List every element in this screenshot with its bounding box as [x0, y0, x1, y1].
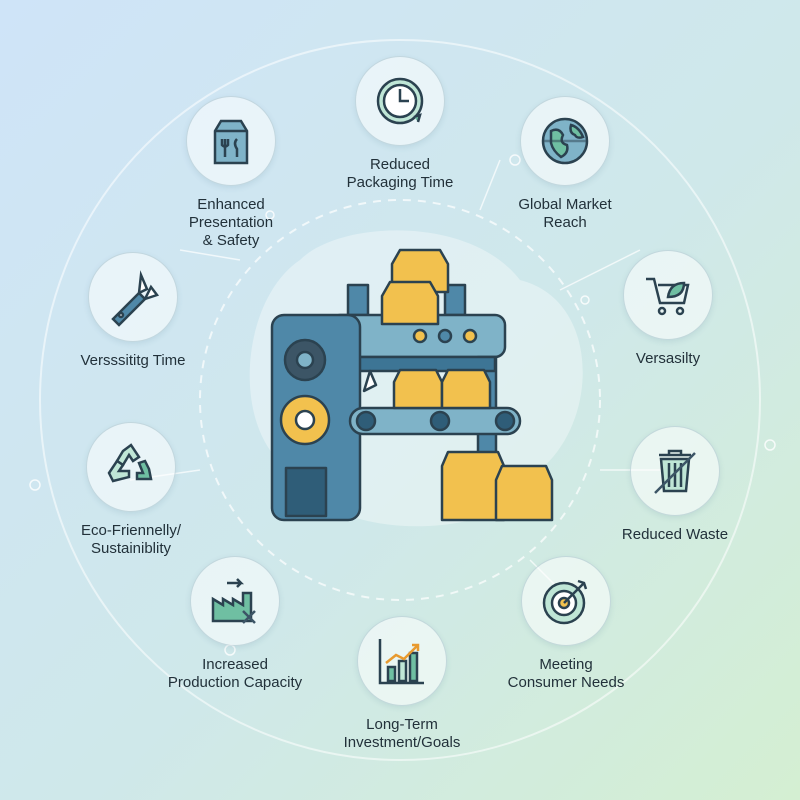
benefit-label: Versasilty — [635, 350, 701, 367]
benefit-global-market-reach: Global Market Reach — [465, 96, 665, 232]
food-carton-icon — [186, 96, 276, 186]
trash-can-icon — [630, 426, 720, 516]
benefit-label: Enhanced Presentation & Safety — [188, 196, 274, 249]
shopping-cart-leaf-icon — [623, 250, 713, 340]
benefit-increased-production-capacity: Increased Production Capacity — [135, 556, 335, 692]
benefit-label: Versssititg Time — [80, 352, 186, 369]
benefit-label: Increased Production Capacity — [167, 656, 303, 691]
inner-dashed-ring — [199, 199, 601, 601]
target-icon — [521, 556, 611, 646]
benefit-long-term-investment: Long-Term Investment/Goals — [302, 616, 502, 752]
benefit-reduced-packaging-time: Reduced Packaging Time — [300, 56, 500, 192]
benefit-versasilty: Versasilty — [568, 250, 768, 368]
benefit-label: Long-Term Investment/Goals — [343, 716, 461, 751]
benefit-eco-friendly: Eco-Friennelly/ Sustainiblity — [31, 422, 231, 558]
multi-tool-icon — [88, 252, 178, 342]
benefit-label: Meeting Consumer Needs — [507, 656, 625, 691]
packaging-machine-icon — [270, 248, 554, 522]
benefit-label: Global Market Reach — [518, 196, 612, 231]
benefit-reduced-waste: Reduced Waste — [575, 426, 775, 544]
globe-icon — [520, 96, 610, 186]
benefit-label: Eco-Friennelly/ Sustainiblity — [80, 522, 182, 557]
growth-chart-icon — [357, 616, 447, 706]
benefit-versatility-time: Versssititg Time — [33, 252, 233, 370]
recycle-icon — [86, 422, 176, 512]
benefit-label: Reduced Waste — [621, 526, 729, 543]
benefit-meeting-consumer-needs: Meeting Consumer Needs — [466, 556, 666, 692]
clock-icon — [355, 56, 445, 146]
factory-icon — [190, 556, 280, 646]
benefit-label: Reduced Packaging Time — [346, 156, 454, 191]
benefit-enhanced-presentation: Enhanced Presentation & Safety — [131, 96, 331, 250]
outer-ring — [39, 39, 761, 761]
